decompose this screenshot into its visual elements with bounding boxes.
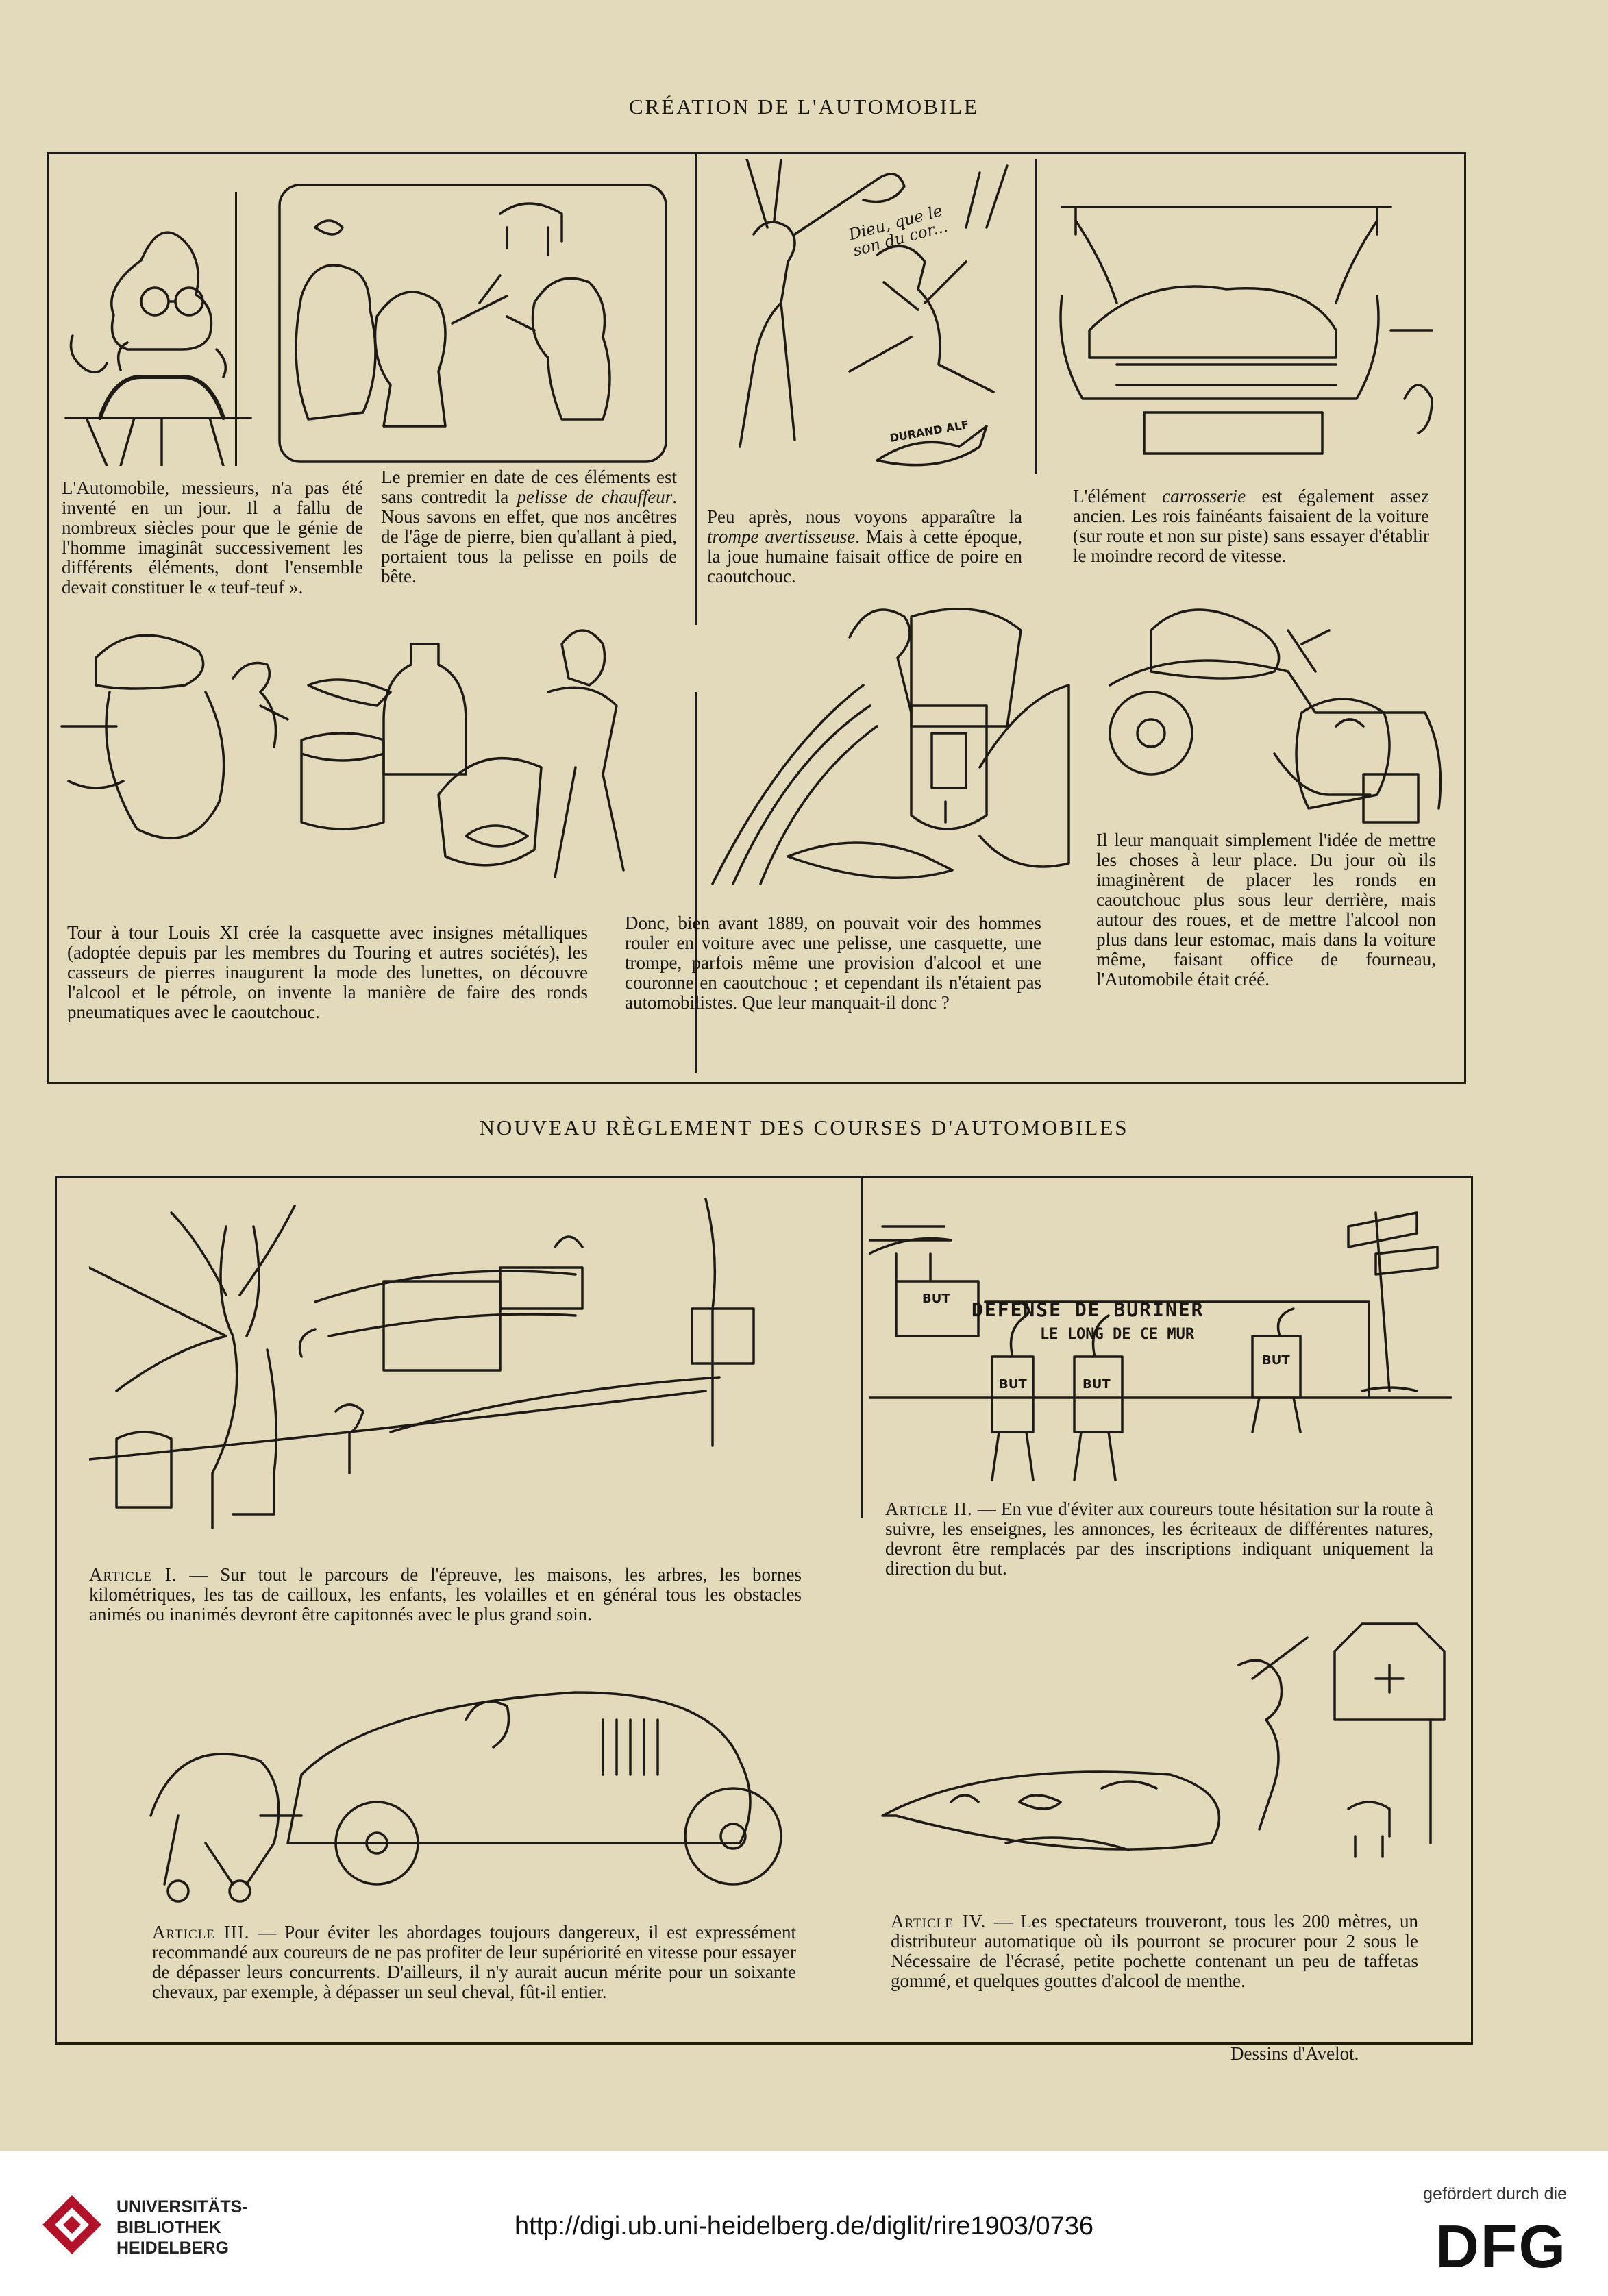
panel-divider-bottom	[695, 692, 697, 1073]
panel-creation	[47, 152, 1466, 1084]
sign-but-hanging: BUT	[922, 1292, 950, 1306]
illustration-racing-car	[137, 1679, 843, 1905]
creation-text-5: Tour à tour Louis XI crée la casquette a…	[67, 922, 588, 1022]
illustration-lecturer	[59, 192, 258, 466]
sign-but-man3: BUT	[1262, 1353, 1290, 1368]
library-line-2: BIBLIOTHEK	[116, 2218, 221, 2237]
creation-text-1: L'Automobile, messieurs, n'a pas été inv…	[62, 478, 363, 597]
digitization-footer: UNIVERSITÄTS- BIBLIOTHEK HEIDELBERG http…	[0, 2151, 1608, 2296]
creation-text-4-em: carrosserie	[1162, 486, 1246, 506]
article-3-text: — Pour éviter les abordages toujours dan…	[152, 1922, 797, 2002]
dfg-logo: DFG	[1435, 2212, 1567, 2280]
sign-but-man1: BUT	[999, 1377, 1027, 1392]
article-1-label: Article I.	[89, 1564, 177, 1585]
creation-text-3a: Peu après, nous voyons apparaître la	[707, 506, 1022, 527]
page-scan: CRÉATION DE L'AUTOMOBILE	[47, 95, 1473, 2064]
illustration-horn-blower: Dieu, que le son du cor... DURAND ALF	[706, 159, 1035, 474]
article-2-text: — En vue d'éviter aux coureurs toute hés…	[885, 1498, 1433, 1579]
article-3-label: Article III.	[152, 1922, 250, 1942]
page-title-reglement: NOUVEAU RÈGLEMENT DES COURSES D'AUTOMOBI…	[479, 1115, 1129, 1139]
wall-sign-line2: LE LONG DE CE MUR	[1040, 1326, 1195, 1343]
creation-text-2: Le premier en date de ces éléments est s…	[381, 467, 677, 587]
creation-text-2a: Le premier en date de ces éléments est s…	[381, 467, 677, 507]
illustration-king-car	[1096, 603, 1452, 829]
university-library-name: UNIVERSITÄTS- BIBLIOTHEK HEIDELBERG	[116, 2197, 248, 2258]
article-4-label: Article IV.	[891, 1911, 987, 1931]
divider-lecturer	[235, 192, 237, 466]
illustration-carriage	[706, 596, 1089, 891]
article-1-text: — Sur tout le parcours de l'épreuve, les…	[89, 1564, 802, 1625]
article-2-label: Article II.	[885, 1498, 973, 1519]
article-4-text: — Les spectateurs trouveront, tous les 2…	[891, 1911, 1419, 1991]
university-library-logo	[41, 2194, 103, 2256]
creation-text-2b: . Nous savons en effet, que nos ancêtres…	[381, 486, 678, 587]
permalink-url[interactable]: http://digi.ub.uni-heidelberg.de/diglit/…	[514, 2212, 1094, 2241]
library-line-1: UNIVERSITÄTS-	[116, 2197, 248, 2217]
creation-text-2-em: pelisse de chauffeur	[517, 486, 673, 507]
panel-divider-reglement	[861, 1176, 863, 1518]
creation-text-3-em: trompe avertisseuse	[707, 526, 856, 547]
creation-text-6: Donc, bien avant 1889, on pouvait voir d…	[625, 913, 1041, 1013]
spacer	[56, 1658, 862, 1660]
page-title-creation: CRÉATION DE L'AUTOMOBILE	[629, 95, 979, 119]
article-1: Article I. — Sur tout le parcours de l'é…	[89, 1565, 802, 1625]
article-4: Article IV. — Les spectateurs trouveront…	[891, 1912, 1418, 1991]
divider-horn	[1035, 159, 1037, 474]
article-2: Article II. — En vue d'éviter aux coureu…	[885, 1499, 1433, 1579]
creation-text-7: Il leur manquait simplement l'idée de me…	[1096, 830, 1436, 989]
creation-text-4: L'élément carrosserie est également asse…	[1073, 486, 1429, 566]
illustration-but-signs: BUT DEFENSE DE BURINER LE LONG DE CE MUR…	[869, 1185, 1465, 1507]
creation-text-4b: est également assez ancien. Les rois fai…	[1073, 486, 1429, 566]
illustration-dispenser	[869, 1596, 1458, 1884]
article-3: Article III. — Pour éviter les abordages…	[152, 1923, 796, 2002]
illustration-royal-bed	[1048, 193, 1446, 467]
funded-by-label: gefördert durch die	[1423, 2184, 1567, 2204]
illustration-inventions	[55, 603, 685, 904]
illustration-cavemen	[274, 180, 671, 467]
drawings-credit: Dessins d'Avelot.	[1230, 2043, 1359, 2064]
illustration-padded-trees	[89, 1185, 850, 1555]
sign-but-man2: BUT	[1083, 1377, 1111, 1392]
library-line-3: HEIDELBERG	[116, 2238, 229, 2258]
panel-divider-top	[695, 152, 697, 625]
creation-text-4a: L'élément	[1073, 486, 1163, 506]
creation-text-3b: . Mais à cette époque, la joue humaine f…	[707, 526, 1023, 587]
panel-reglement	[55, 1176, 1473, 2045]
creation-text-3: Peu après, nous voyons apparaître la tro…	[707, 507, 1022, 587]
wall-sign-line1: DEFENSE DE BURINER	[972, 1298, 1204, 1321]
